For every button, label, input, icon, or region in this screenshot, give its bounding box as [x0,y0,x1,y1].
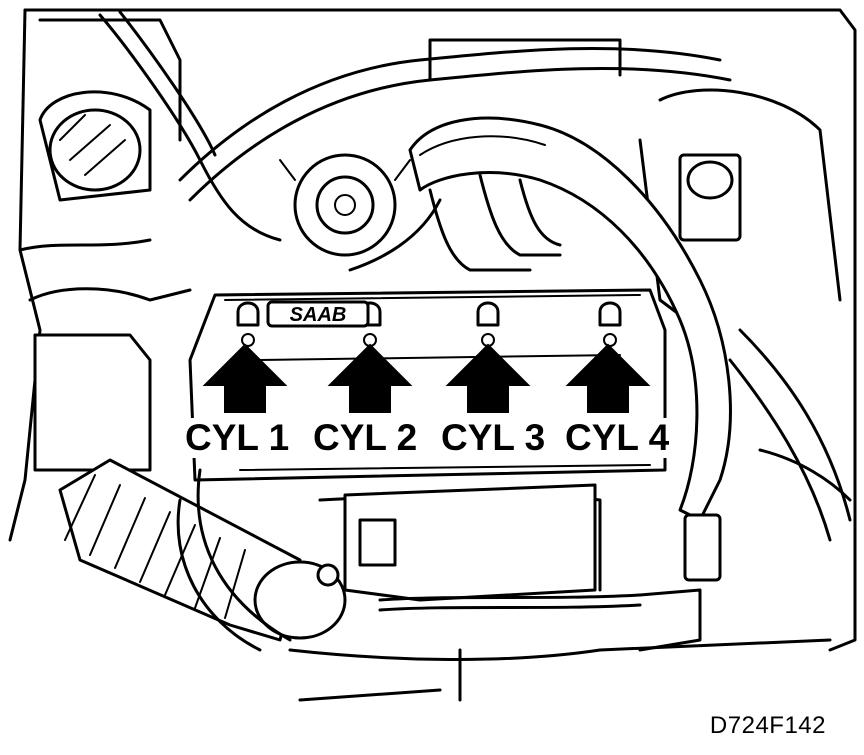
lower-pipes [176,468,722,652]
distributor [279,153,411,257]
cyl-2-arrow [327,343,413,413]
saab-badge: SAAB [266,300,370,328]
brake-reservoir [638,88,842,332]
cyl-4-label: CYL 4 [562,418,673,458]
cyl-1-arrow [202,343,288,413]
figure-reference: D724F142 [709,712,826,740]
cyl-4-arrow [565,343,651,413]
badge-label: SAAB [290,304,347,326]
air-intake-hose [58,458,347,642]
upper-hoses [98,10,732,242]
engine-bay-outline [8,8,857,652]
cyl-1-label: CYL 1 [182,418,293,458]
cyl-3-arrow [445,343,531,413]
cyl-2-label: CYL 2 [310,418,421,458]
fuse-box [28,287,192,472]
right-hoses [728,328,852,542]
intake-pipe [408,116,732,522]
cyl-3-label: CYL 3 [438,418,549,458]
spark-plug-wires [348,173,562,272]
reservoir-cap [38,90,152,202]
bottom-bay-edge [288,638,832,702]
cylinder-arrows [202,343,651,413]
